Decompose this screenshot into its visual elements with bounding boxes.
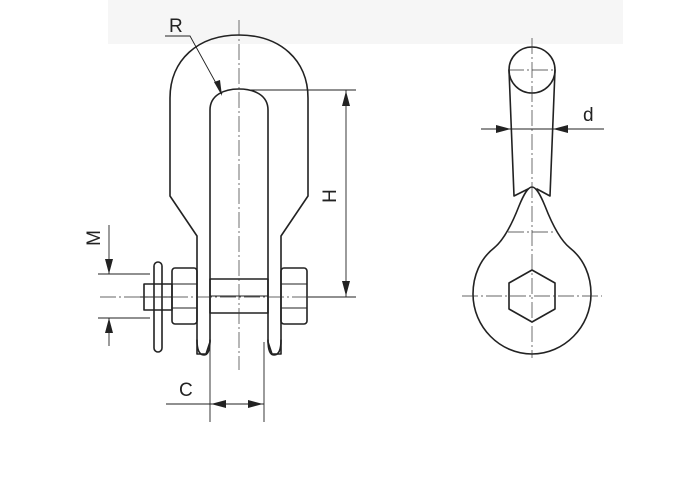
dimension-d: d (481, 105, 604, 133)
left-leg-tip (196, 339, 211, 356)
label-R: R (169, 16, 183, 37)
pin-head-left (171, 267, 198, 325)
label-C: C (179, 380, 193, 401)
dimension-M: M (84, 225, 150, 346)
side-shank-outline (508, 69, 556, 197)
h-arrow-top (342, 91, 350, 106)
m-arrow-top (105, 259, 113, 274)
right-leg-tip (267, 339, 282, 356)
dimension-C: C (166, 342, 265, 422)
c-arrow-left (211, 400, 226, 408)
r-leader-line (165, 35, 223, 95)
label-M: M (84, 230, 105, 246)
h-arrow-bottom (342, 281, 350, 296)
background-band (108, 0, 623, 44)
cotter-pin (153, 261, 163, 353)
d-arrow-right (553, 125, 568, 133)
r-arrowhead (214, 80, 222, 96)
m-arrow-bottom (105, 318, 113, 333)
front-view (100, 20, 322, 370)
d-arrow-left (496, 125, 511, 133)
label-d: d (583, 105, 594, 126)
hex-nut-right (280, 267, 308, 325)
label-H: H (320, 189, 341, 203)
shackle-outer-outline (169, 34, 309, 355)
dimension-H: H (250, 89, 356, 298)
side-view (462, 38, 602, 358)
c-arrow-right (248, 400, 263, 408)
dimension-R: R (165, 16, 223, 96)
